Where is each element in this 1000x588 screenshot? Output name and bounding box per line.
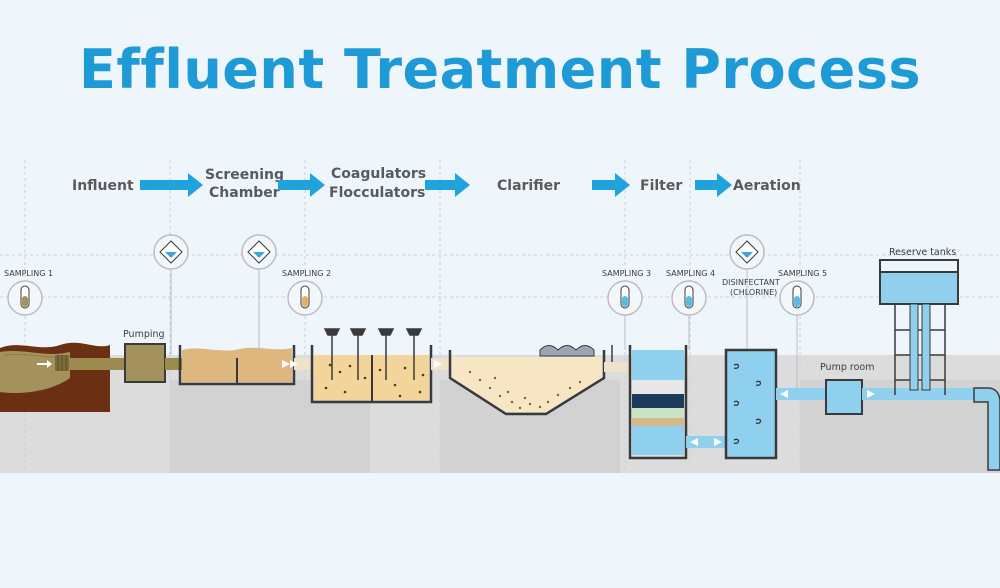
sampling-2-label: SAMPLING 2 [282, 269, 331, 278]
screening-chamber [178, 345, 312, 386]
stage-filter: Filter [640, 178, 682, 194]
sampling-1-label: SAMPLING 1 [4, 269, 53, 278]
arrow-5 [695, 173, 732, 197]
pumping-label: Pumping [123, 329, 165, 340]
stage-screening: Screening [205, 167, 284, 183]
pumping-station [124, 343, 185, 383]
arrow-3 [425, 173, 470, 197]
stage-flocculators: Flocculators [329, 185, 425, 201]
disinfectant-label: DISINFECTANT [722, 278, 780, 287]
flow-arrows [140, 173, 732, 197]
grid-lines [0, 160, 1000, 470]
arrow-4 [592, 173, 630, 197]
mixer-icons [323, 328, 423, 380]
sampling-5-tube-icon [779, 280, 815, 395]
sampling-tube-icons [7, 280, 815, 395]
sampling-3-tube-icon [607, 280, 643, 350]
clarifier [448, 345, 628, 416]
diamond-icons [153, 234, 765, 355]
aeration-tank [724, 348, 826, 460]
chlorine-label: (CHLORINE) [730, 288, 777, 297]
sampling-5-label: SAMPLING 5 [778, 269, 827, 278]
arrow-2 [278, 173, 325, 197]
reserve-tanks [879, 259, 1000, 471]
influent-pipe [69, 358, 125, 370]
sampling-4-tube-icon [671, 280, 707, 350]
arrow-1 [140, 173, 203, 197]
coagulation-flocculation-tank [282, 328, 453, 404]
influent-pit [0, 342, 110, 412]
filter [628, 345, 726, 460]
stage-aeration: Aeration [733, 178, 801, 194]
stage-clarifier: Clarifier [497, 178, 560, 194]
sampling-2-tube-icon [287, 280, 323, 316]
sampling-3-label: SAMPLING 3 [602, 269, 651, 278]
stage-influent: Influent [72, 178, 134, 194]
page-title: Effluent Treatment Process [78, 38, 922, 101]
stage-coagulators: Coagulators [331, 166, 426, 182]
reserve-tanks-label: Reserve tanks [889, 247, 956, 258]
sampling-1-tube-icon [7, 280, 43, 316]
pump-room-label: Pump room [820, 362, 874, 373]
stage-chamber: Chamber [209, 185, 280, 201]
sampling-4-label: SAMPLING 4 [666, 269, 715, 278]
pump-room [825, 379, 974, 415]
